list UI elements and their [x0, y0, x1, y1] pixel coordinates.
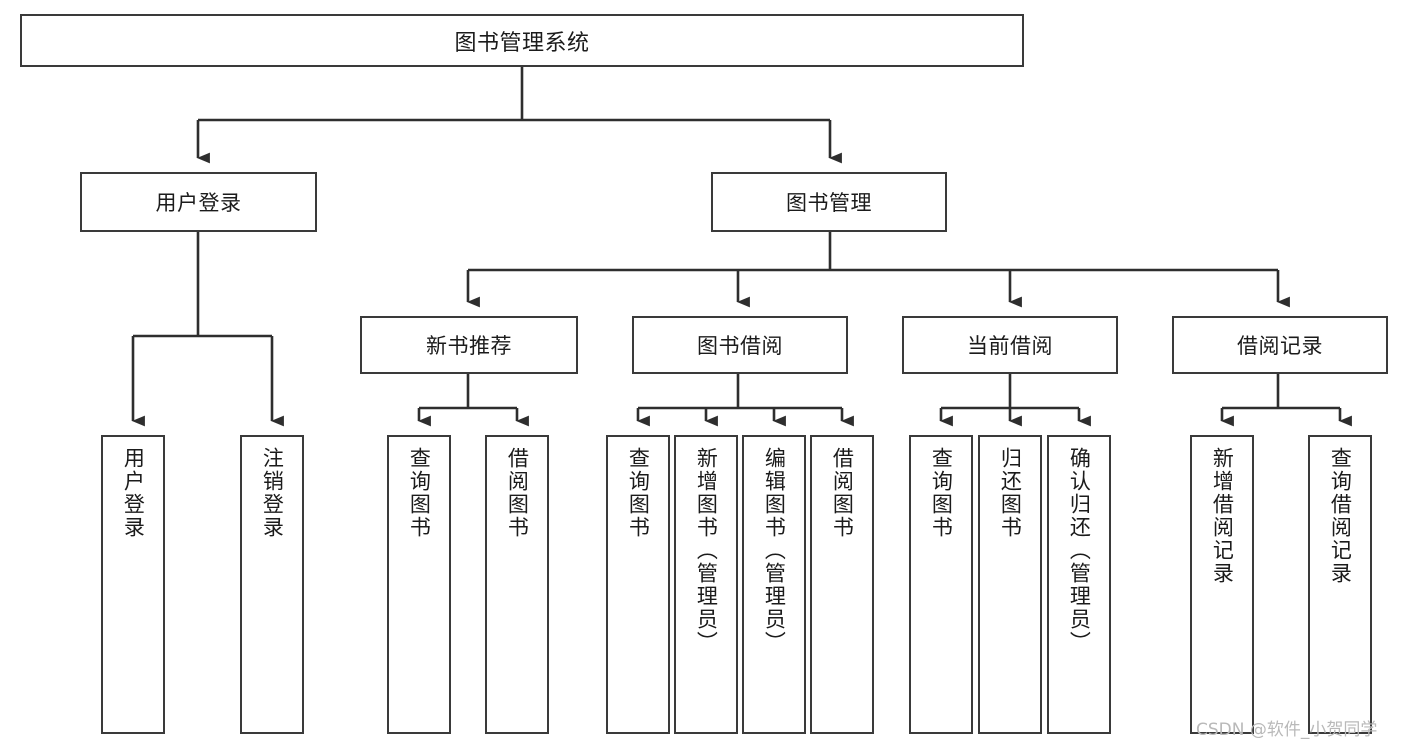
leaf-query-book-borrow[interactable]: 查询图书	[606, 435, 670, 734]
leaf-edit-book-admin[interactable]: 编辑图书（管理员）	[742, 435, 806, 734]
leaf-borrow-book[interactable]: 借阅图书	[810, 435, 874, 734]
csdn-watermark: CSDN @软件_小贺同学	[1196, 720, 1378, 740]
node-label: 图书借阅	[697, 334, 783, 358]
leaf-logout-login[interactable]: 注销登录	[240, 435, 304, 734]
node-label: 查询图书	[626, 447, 651, 539]
node-user-login[interactable]: 用户登录	[80, 172, 317, 232]
node-book-manage[interactable]: 图书管理	[711, 172, 947, 232]
leaf-user-login[interactable]: 用户登录	[101, 435, 165, 734]
node-label: 借阅图书	[830, 447, 855, 539]
node-label: 借阅图书	[505, 447, 530, 539]
node-borrow-record[interactable]: 借阅记录	[1172, 316, 1388, 374]
node-label: 新书推荐	[426, 334, 512, 358]
node-current-borrow[interactable]: 当前借阅	[902, 316, 1118, 374]
node-label: 新增借阅记录	[1210, 447, 1235, 585]
node-root-book-management-system[interactable]: 图书管理系统	[20, 14, 1024, 67]
node-label: 图书管理	[786, 191, 872, 215]
node-label: 用户登录	[121, 447, 146, 539]
node-new-book-recommend[interactable]: 新书推荐	[360, 316, 578, 374]
node-label: 用户登录	[155, 191, 242, 215]
node-label: 借阅记录	[1237, 334, 1323, 358]
node-label: 归还图书	[998, 447, 1023, 539]
leaf-add-borrow-record[interactable]: 新增借阅记录	[1190, 435, 1254, 734]
node-label: 查询图书	[407, 447, 432, 539]
node-label: 图书管理系统	[454, 30, 590, 56]
node-book-borrow[interactable]: 图书借阅	[632, 316, 848, 374]
leaf-query-borrow-record[interactable]: 查询借阅记录	[1308, 435, 1372, 734]
node-label: 查询借阅记录	[1328, 447, 1353, 585]
node-label: 新增图书（管理员）	[694, 447, 719, 654]
leaf-confirm-return-admin[interactable]: 确认归还（管理员）	[1047, 435, 1111, 734]
leaf-borrow-book-recommend[interactable]: 借阅图书	[485, 435, 549, 734]
leaf-query-book-current[interactable]: 查询图书	[909, 435, 973, 734]
node-label: 查询图书	[929, 447, 954, 539]
leaf-add-book-admin[interactable]: 新增图书（管理员）	[674, 435, 738, 734]
leaf-query-book-recommend[interactable]: 查询图书	[387, 435, 451, 734]
leaf-return-book[interactable]: 归还图书	[978, 435, 1042, 734]
node-label: 当前借阅	[967, 334, 1053, 358]
node-label: 注销登录	[260, 447, 285, 539]
node-label: 编辑图书（管理员）	[762, 447, 787, 654]
node-label: 确认归还（管理员）	[1067, 447, 1092, 654]
